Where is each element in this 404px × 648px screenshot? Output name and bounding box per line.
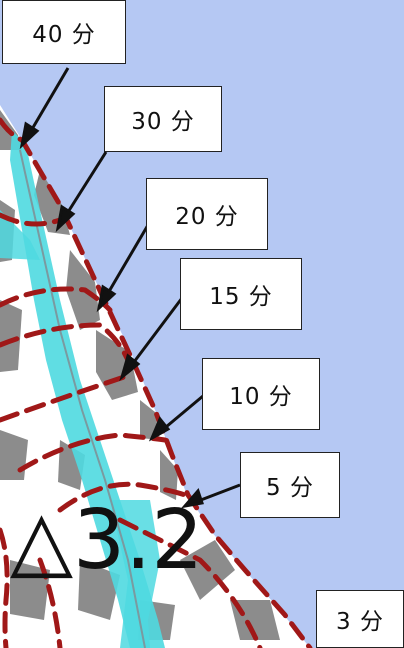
label-10-min: 10 分 <box>202 358 320 430</box>
leader-arrows <box>19 67 241 509</box>
river <box>10 130 165 648</box>
label-20-min: 20 分 <box>146 178 268 250</box>
label-15-min: 15 分 <box>180 258 302 330</box>
river-branch <box>0 210 40 260</box>
label-3-min: 3 分 <box>316 590 404 648</box>
land-area <box>0 105 310 648</box>
label-5-min: 5 分 <box>240 452 340 518</box>
elevation-marker: △3.2 <box>10 493 203 588</box>
label-30-min: 30 分 <box>104 86 222 152</box>
river-center-line <box>19 149 146 648</box>
river-channel <box>110 500 160 648</box>
label-40-min: 40 分 <box>2 0 126 64</box>
